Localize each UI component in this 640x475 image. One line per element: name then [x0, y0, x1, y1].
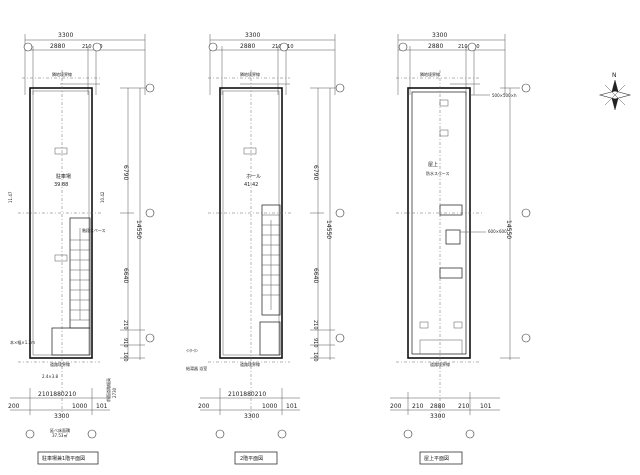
road-boundary-note: 道路境界線: [240, 361, 260, 367]
dim-bottom-total: 3300: [430, 413, 445, 420]
dim-top-total: 3300: [58, 32, 73, 39]
dim-right-6640: 6640: [312, 268, 319, 283]
axis-markers-top: [23, 42, 102, 52]
dim-bottom-chain: 2101880210: [228, 391, 266, 398]
right-dimensions: 6790 14550 6640 910 210 160: [120, 83, 155, 362]
dim-bottom-101: 101: [480, 403, 492, 410]
dim-right-6640: 6640: [122, 268, 129, 283]
note-water-heater: 給湯器 浴室: [186, 365, 207, 371]
dim-right-14550: 14550: [135, 220, 142, 239]
dim-right-160: 160: [122, 352, 128, 362]
top-dimensions: 3300 2880 210 210: [24, 32, 146, 95]
dim-left-b: 10.42: [100, 191, 105, 203]
dim-bottom-1000: 1000: [72, 403, 87, 410]
room-hall-area: 41.42: [244, 182, 258, 188]
dim-right-210: 210: [312, 320, 318, 330]
dim-bottom-200: 200: [198, 403, 210, 410]
dim-bottom-1000: 1000: [262, 403, 277, 410]
dim-bottom-101: 101: [96, 403, 108, 410]
dim-bottom-total: 3300: [54, 413, 69, 420]
dim-top-210a: 210: [272, 44, 282, 50]
dim-right-160: 160: [312, 352, 318, 362]
neighbor-boundary-note: 隣地境界線: [240, 71, 260, 77]
bottom-dimensions: 2101880210 200 1000 101 3300: [198, 388, 300, 420]
plan3-title: 屋上平面図: [424, 455, 449, 462]
dim-left-a: 11.47: [8, 191, 13, 203]
room-hall-label: ホール: [246, 174, 261, 180]
dim-bottom-200: 200: [390, 403, 402, 410]
neighbor-boundary-note: 隣地境界線: [52, 71, 72, 77]
dim-top-2880: 2880: [428, 43, 443, 50]
top-dimensions: 3300 2880 210 210: [209, 32, 336, 95]
note-road-width-value: 2730: [112, 387, 117, 398]
dim-right-14550: 14550: [505, 220, 512, 239]
note-equipment: 本×幅×1.2m: [10, 339, 35, 345]
dim-top-210a: 210: [82, 44, 92, 50]
plan2-title: 2階平面図: [240, 455, 263, 462]
dim-right-14550: 14550: [325, 220, 332, 239]
dim-top-2880: 2880: [240, 43, 255, 50]
note-hatch: 500×500×h: [492, 93, 517, 98]
neighbor-boundary-note: 隣地境界線: [420, 71, 440, 77]
dim-right-910: 910: [312, 338, 318, 348]
bottom-dimensions: 2101880210 200 1000 101 3300: [8, 388, 110, 420]
north-arrow-icon: N: [598, 72, 632, 111]
roof-plan: 3300 2880 210 210 隣地境界線 屋上 防水スペース 500×50…: [390, 32, 531, 465]
room-parking-area: 39.88: [54, 182, 68, 188]
note-floor-area-label: 延べ床面積: [50, 427, 70, 433]
second-floor-plan: 3300 2880 210 210 隣地境界線: [186, 32, 345, 465]
dim-right-6790: 6790: [122, 165, 129, 180]
right-dimensions: 6790 14550 6640 910 210 160: [310, 83, 345, 362]
dim-right-910: 910: [122, 338, 128, 348]
building-outline: [208, 70, 292, 420]
note-vent: 600×600: [488, 229, 507, 234]
note-floor-area-value: 37.53㎡: [52, 432, 67, 438]
road-boundary-note: 道路境界線: [430, 361, 450, 367]
note-road-width-label: 前面道路幅員: [105, 378, 111, 402]
north-label: N: [612, 72, 617, 79]
plan1-title: 駐車場兼1階平面図: [42, 455, 85, 462]
dim-bottom-210b: 210: [458, 403, 470, 410]
top-dimensions: 3300 2880 210 210: [397, 32, 506, 95]
dim-bottom-total: 3300: [244, 413, 259, 420]
dim-top-total: 3300: [245, 32, 260, 39]
dim-bottom-210a: 210: [412, 403, 424, 410]
dim-bottom-2880: 2880: [430, 403, 445, 410]
dim-top-2880: 2880: [50, 43, 65, 50]
first-floor-plan: 3300 2880 210 210 隣地境界線: [8, 32, 155, 465]
bottom-dimensions: 200 210 2880 210 101 3300: [390, 392, 500, 420]
building-outline: [18, 70, 102, 420]
dim-top-210b: 210: [284, 44, 294, 50]
room-roof-area: 防水スペース: [426, 170, 450, 176]
building-outline: [396, 70, 484, 420]
note-size: 2.4×3.8: [42, 374, 59, 379]
dim-top-total: 3300: [432, 32, 447, 39]
dim-top-210a: 210: [458, 44, 468, 50]
room-stair-label: 階段スペース: [82, 227, 106, 233]
note-intercom: ｲﾝﾀｰﾎﾝ: [186, 347, 198, 353]
dim-right-210: 210: [122, 320, 128, 330]
road-boundary-note: 道路境界線: [50, 361, 70, 367]
room-roof-label: 屋上: [428, 161, 438, 168]
dim-bottom-101: 101: [286, 403, 298, 410]
right-dimensions: 14550: [500, 83, 531, 360]
room-parking-label: 駐車場: [56, 173, 71, 180]
dim-bottom-200: 200: [8, 403, 20, 410]
dim-bottom-chain: 2101880210: [38, 391, 76, 398]
dim-right-6790: 6790: [312, 165, 319, 180]
